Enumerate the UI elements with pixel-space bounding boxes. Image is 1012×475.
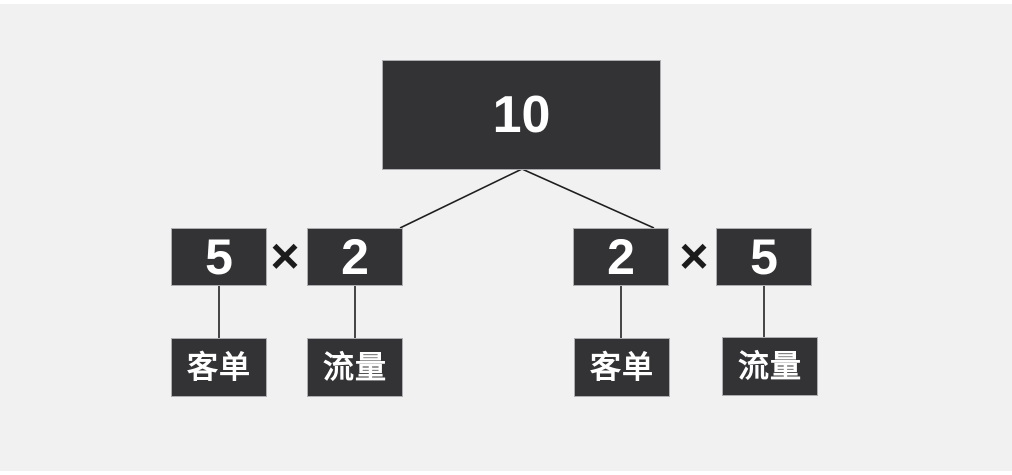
left-factor2-node: 2 — [307, 228, 403, 286]
root-node-total: 10 — [382, 60, 661, 170]
multiply-operator-left: × — [270, 228, 300, 284]
left-factor1-label: 客单 — [171, 338, 267, 397]
left-factor2-label: 流量 — [307, 338, 403, 397]
left-factor1-node: 5 — [171, 228, 267, 286]
right-factor2-node: 5 — [716, 228, 812, 286]
right-factor1-node: 2 — [573, 228, 669, 286]
multiply-operator-right: × — [679, 228, 709, 284]
right-factor1-label: 客单 — [574, 338, 670, 397]
right-factor2-label: 流量 — [722, 337, 818, 396]
